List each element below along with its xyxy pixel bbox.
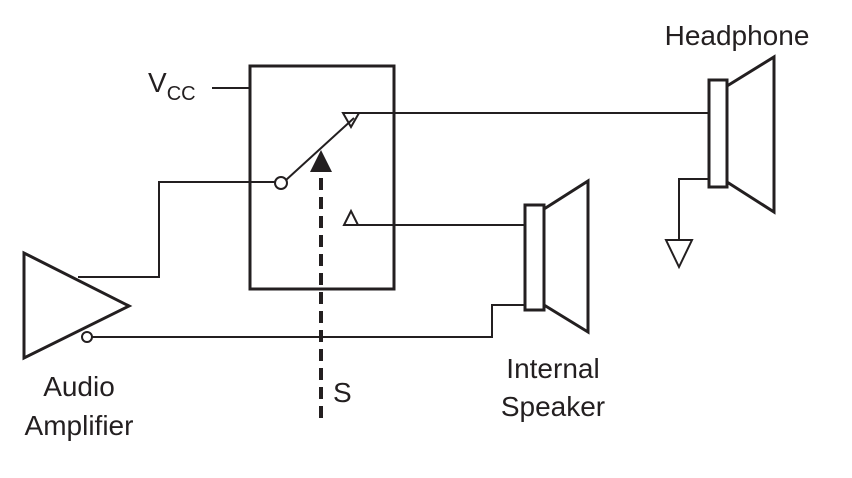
speaker-contact — [342, 208, 360, 226]
switch-box — [248, 64, 396, 291]
amplifier-to-switch-wire — [78, 181, 275, 278]
switch-arm — [285, 117, 355, 181]
headphone-label: Headphone — [665, 20, 810, 51]
internal-speaker-label-line2: Speaker — [501, 391, 605, 422]
headphone-body — [707, 78, 729, 189]
vcc-label-main: V — [148, 67, 167, 98]
internal-speaker-body — [523, 203, 546, 312]
amplifier-label-line2: Amplifier — [25, 410, 134, 441]
headphone-cone — [726, 54, 776, 215]
audio-amplifier-symbol — [22, 250, 133, 361]
switch-common-terminal — [274, 176, 288, 190]
vcc-label: VCC — [148, 67, 196, 105]
internal-speaker-cone — [543, 178, 590, 335]
internal-speaker-label-line1: Internal — [506, 353, 599, 384]
headphone-contact — [341, 112, 361, 130]
amplifier-return-wire — [92, 304, 525, 338]
select-arrowhead — [310, 150, 332, 172]
amplifier-inverting-output — [81, 331, 93, 343]
ground-wire — [678, 178, 709, 240]
select-label: S — [333, 377, 352, 408]
ground-icon — [664, 239, 694, 270]
amplifier-label-line1: Audio — [43, 371, 115, 402]
vcc-label-sub: CC — [167, 83, 196, 105]
